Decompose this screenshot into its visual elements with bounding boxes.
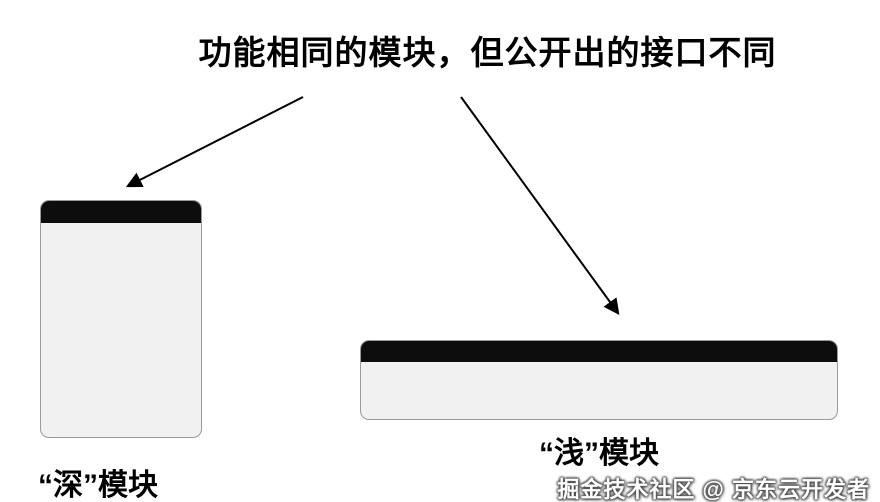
shallow-module-shape (360, 340, 838, 420)
shallow-module-interface-bar (361, 341, 837, 362)
watermark: 掘金技术社区 @ 京东云开发者 (557, 477, 870, 502)
deep-module-interface-bar (41, 201, 201, 223)
shallow-module-label: “浅”模块 (539, 437, 659, 470)
arrow-to-shallow-module-icon (460, 96, 620, 315)
deep-module-label: “深”模块 (38, 469, 158, 502)
deep-module-shape (40, 200, 202, 438)
arrow-to-deep-module-icon (125, 96, 304, 188)
diagram-title: 功能相同的模块，但公开出的接口不同 (198, 34, 777, 71)
